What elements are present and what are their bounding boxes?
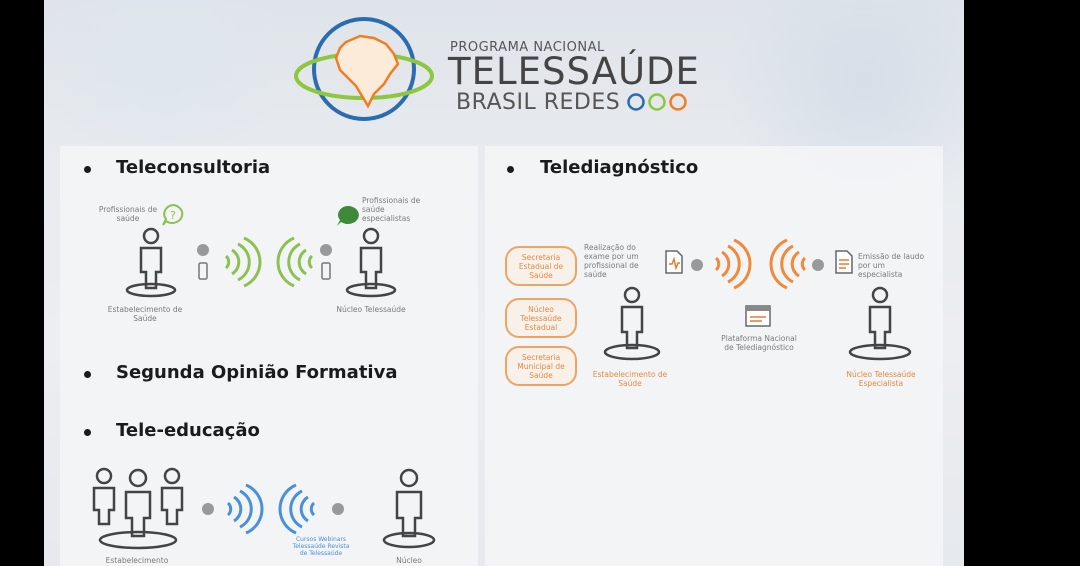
brazil-map-icon (294, 17, 434, 121)
logo-line2: TELESSAÚDE (448, 50, 700, 93)
three-circles-icon (627, 93, 687, 111)
node-dot-icon (332, 503, 344, 515)
person-icon (603, 286, 661, 361)
estabelecimento-caption: Estabelecimento de Saúde (592, 370, 668, 388)
phone-node-icon (320, 244, 332, 280)
teleconsultoria-heading: Teleconsultoria (116, 157, 271, 178)
wireless-signal-icon (714, 238, 752, 290)
wireless-signal-icon (224, 236, 262, 288)
person-icon (382, 468, 436, 549)
node-dot-icon (691, 259, 703, 271)
left-bubble-text: Profissionais de saúde (98, 205, 158, 223)
report-note: Emissão de laudo por um especialista (858, 252, 925, 279)
report-document-icon (835, 250, 853, 274)
org-box-secretaria-municipal: Secretaria Municipal de Saúde (505, 346, 577, 386)
slide: PROGRAMA NACIONAL TELESSAÚDE BRASIL REDE… (44, 0, 964, 566)
phone-node-icon (197, 244, 209, 280)
org-box-nucleo-estadual: Núcleo Telessaúde Estadual (505, 298, 577, 338)
person-icon (848, 286, 912, 361)
logo-line1: PROGRAMA NACIONAL (450, 40, 605, 55)
bullet-icon (507, 166, 514, 173)
wireless-signal-icon (226, 483, 264, 535)
node-dot-icon (202, 503, 214, 515)
exam-note: Realização do exame por um profissional … (584, 243, 639, 279)
bullet-icon (84, 371, 91, 378)
question-bubble-icon: ? (162, 203, 184, 226)
telediagnostico-heading: Telediagnóstico (540, 157, 699, 178)
svg-text:?: ? (170, 209, 176, 222)
tele-educacao-heading: Tele-educação (116, 420, 260, 441)
chat-bubble-icon (337, 205, 359, 226)
wireless-signal-icon (278, 483, 316, 535)
nucleo-especialista-caption: Núcleo Telessaúde Especialista (846, 370, 916, 388)
platform-caption: Plataforma Nacional de Telediagnóstico (721, 334, 797, 352)
teleeducacao-left-caption: Estabelecimento (105, 556, 169, 565)
group-people-icon (92, 467, 184, 550)
node-dot-icon (812, 259, 824, 271)
org-box-secretaria-estadual: Secretaria Estadual de Saúde (505, 246, 577, 286)
bullet-icon (84, 166, 91, 173)
person-icon (345, 227, 397, 298)
person-icon (125, 227, 177, 298)
wireless-signal-icon (276, 236, 314, 288)
bullet-icon (84, 429, 91, 436)
right-bubble-text: Profissionais de saúde especialistas (362, 196, 421, 223)
segunda-opiniao-heading: Segunda Opinião Formativa (116, 362, 398, 383)
right-caption: Núcleo Telessaúde (336, 305, 406, 314)
platform-window-icon (745, 305, 771, 327)
exam-document-icon (665, 250, 683, 274)
teleeducacao-right-caption: Núcleo (396, 556, 422, 565)
teleeducacao-center-caption: Cursos Webinars Telessaúde Revista de Te… (292, 536, 350, 557)
logo-line3: BRASIL REDES (456, 90, 621, 115)
wireless-signal-icon (769, 238, 807, 290)
left-panel (60, 146, 478, 566)
left-caption: Estabelecimento de Saúde (107, 305, 183, 323)
